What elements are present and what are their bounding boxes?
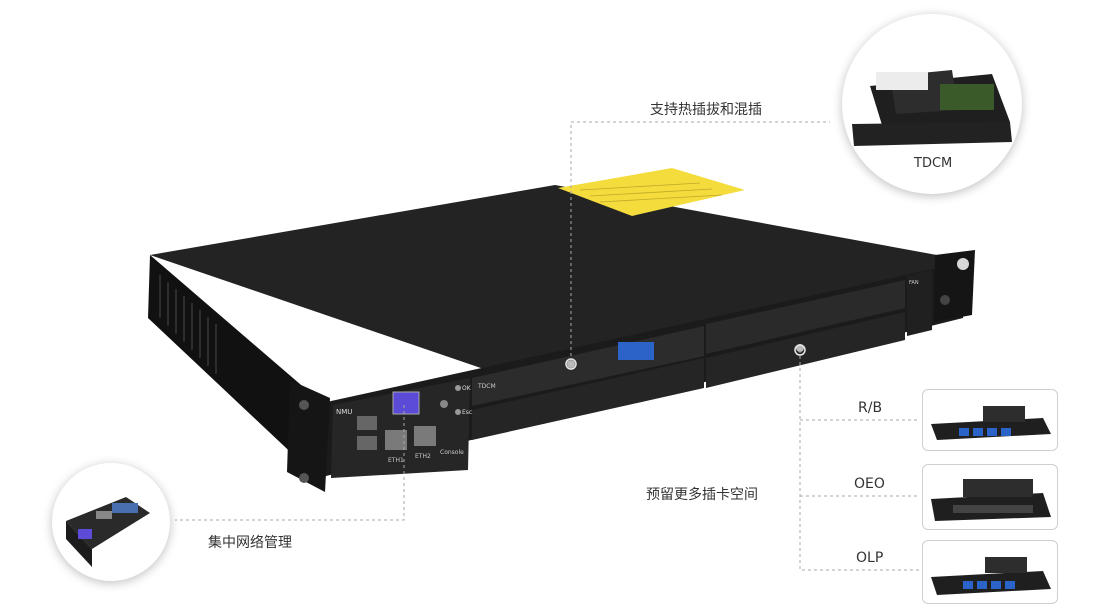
- rack-ear-left: [287, 380, 330, 492]
- blank-slot-upper-right: [706, 280, 905, 354]
- fiber-connector: [618, 342, 654, 360]
- eth2-label: ETH2: [415, 453, 431, 460]
- fan-module: [907, 270, 932, 336]
- tdcm-zoom-circle: TDCM: [842, 14, 1022, 194]
- nmu-label: NMU: [336, 408, 352, 416]
- card-oeo-label: OEO: [854, 476, 885, 492]
- console-label: Console: [440, 449, 464, 456]
- card-olp-box: [922, 540, 1058, 604]
- card-oeo-box: [922, 464, 1058, 530]
- tdcm-card-label: TDCM: [914, 156, 953, 171]
- chassis-top: [150, 185, 975, 395]
- card-rb-label: R/B: [858, 400, 883, 416]
- network-mgmt-label: 集中网络管理: [208, 535, 292, 551]
- callout-lines: [175, 121, 920, 571]
- hot-swap-label: 支持热插拔和混插: [650, 102, 762, 118]
- reserved-slots-label: 预留更多插卡空间: [646, 487, 758, 503]
- card-rb-box: [922, 389, 1058, 451]
- esc-label: Esc: [462, 409, 472, 416]
- ok-label: OK: [462, 385, 472, 392]
- eth1-label: ETH1: [388, 457, 404, 464]
- card-olp-image: [931, 557, 1051, 595]
- warning-sticker: [558, 168, 745, 216]
- tdcm-card-image: [852, 70, 1012, 146]
- nmu-zoom-circle: [52, 463, 170, 581]
- rack-ear-right: [934, 250, 975, 322]
- card-oeo-image: [931, 479, 1051, 521]
- blank-slot-lower-left: [472, 358, 704, 440]
- nmu-card-image: [66, 497, 150, 567]
- fan-label: FAN: [909, 280, 919, 286]
- card-rb-image: [931, 406, 1051, 440]
- lcd-display: [392, 391, 420, 415]
- card-olp-label: OLP: [856, 550, 884, 566]
- tdcm-slot-label: TDCM: [477, 383, 496, 390]
- nmu-module: [331, 378, 470, 478]
